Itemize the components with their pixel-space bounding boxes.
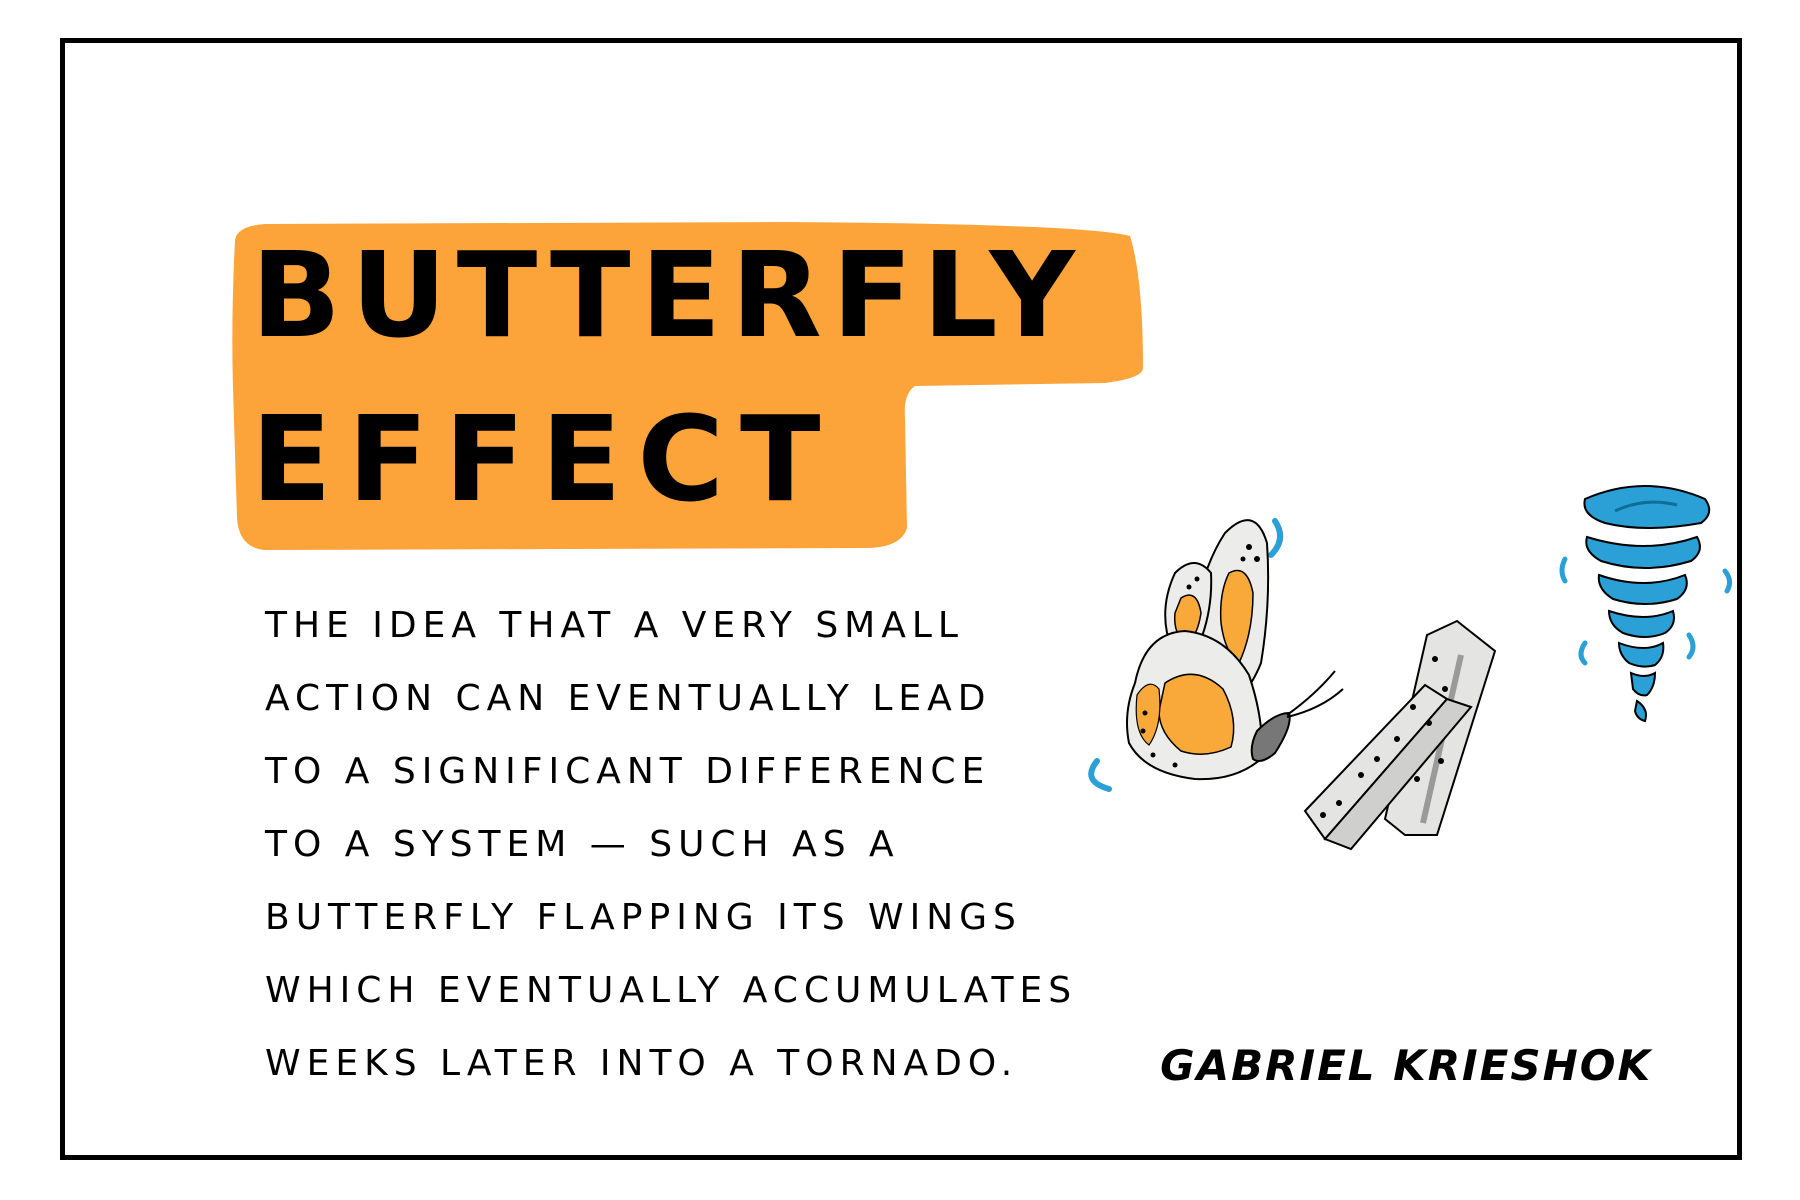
title-line-2: EFFECT: [251, 390, 837, 528]
description-line: BUTTERFLY FLAPPING ITS WINGS: [265, 897, 1022, 938]
description-line: WEEKS LATER INTO A TORNADO.: [265, 1043, 1019, 1084]
illustration: [1088, 485, 1733, 851]
title-line-1: BUTTERFLY: [251, 226, 1085, 364]
motion-mark-icon: [1088, 758, 1112, 792]
description-line: WHICH EVENTUALLY ACCUMULATES: [265, 970, 1078, 1011]
description-line: ACTION CAN EVENTUALLY LEAD: [265, 678, 992, 719]
tornado-icon: [1559, 485, 1733, 723]
butterfly-icon: [1126, 519, 1344, 781]
description: THE IDEA THAT A VERY SMALL ACTION CAN EV…: [265, 605, 1078, 1119]
motion-mark-icon: [1268, 518, 1284, 558]
falling-dominoes-icon: [1303, 619, 1497, 851]
signature: GABRIEL KRIESHOK: [1160, 1041, 1652, 1090]
card-frame: BUTTERFLY EFFECT THE IDEA THAT A VERY SM…: [60, 38, 1742, 1160]
title-block: BUTTERFLY EFFECT: [225, 218, 1145, 558]
description-line: THE IDEA THAT A VERY SMALL: [265, 605, 964, 646]
title-highlight: [232, 222, 1144, 550]
description-line: TO A SYSTEM — SUCH AS A: [265, 824, 900, 865]
description-line: TO A SIGNIFICANT DIFFERENCE: [265, 751, 991, 792]
